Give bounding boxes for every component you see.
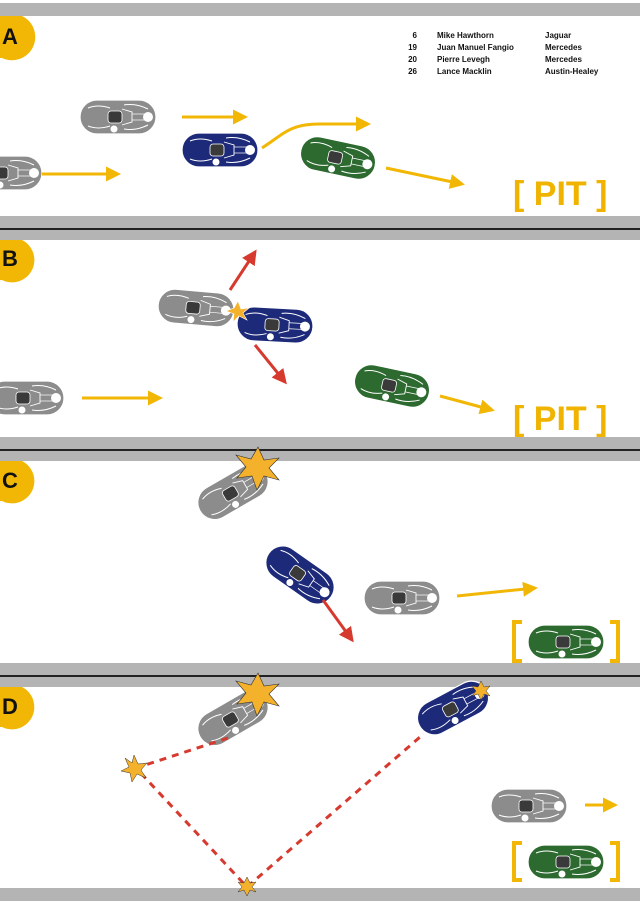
car-macklin-b [350, 360, 434, 412]
panel-a: [ PIT ] [0, 99, 607, 213]
legend-number-20: 20 [408, 55, 417, 64]
panel-b: [ PIT ] [0, 249, 607, 438]
arrow-hawthorn-deflect-b [228, 249, 257, 291]
arrow-macklin-b [439, 394, 495, 415]
car-levegh-b [235, 305, 315, 345]
panel-letter-d: D [2, 694, 18, 719]
panel-badge-a: A [0, 16, 36, 61]
car-fangio-b [0, 380, 65, 416]
debris-trajectory-d [133, 735, 421, 890]
arrow-fangio-c [456, 581, 538, 598]
legend-team-jaguar: Jaguar [545, 31, 571, 40]
car-fangio-a [0, 155, 43, 191]
arrow-levegh-c [321, 599, 354, 643]
car-hawthorn-b [156, 287, 236, 329]
panel-c [190, 446, 620, 663]
car-macklin-a [296, 132, 380, 184]
impact-star-c [235, 446, 280, 491]
arrow-macklin-a [385, 166, 465, 189]
legend-driver-fangio: Juan Manuel Fangio [437, 43, 514, 52]
pit-bracket-right-c [610, 620, 620, 663]
track-divider-cd [0, 663, 640, 687]
car-macklin-pit-c [527, 624, 605, 660]
impact-star-d-bounce [120, 754, 148, 783]
legend: 6 Mike Hawthorn Jaguar 19 Juan Manuel Fa… [408, 31, 599, 76]
impact-star-d-levegh [471, 680, 491, 701]
car-levegh-a [181, 132, 259, 168]
panel-d [120, 672, 620, 897]
panel-badge-d: D [0, 687, 35, 730]
arrow-levegh-swerve-a [261, 116, 371, 150]
impact-star-d-ground [237, 876, 257, 897]
car-levegh-c [258, 538, 342, 612]
panel-badge-c: C [0, 461, 35, 504]
legend-team-mercedes-19: Mercedes [545, 43, 582, 52]
legend-team-austin-healey: Austin-Healey [545, 67, 599, 76]
car-fangio-d [490, 788, 568, 824]
car-fangio-c [363, 580, 441, 616]
arrow-levegh-deflect-b [253, 344, 287, 385]
car-macklin-pit-d [527, 844, 605, 880]
track-divider-bc [0, 437, 640, 461]
car-hawthorn-a [79, 99, 157, 135]
impact-star-d-embankment [235, 672, 280, 717]
legend-number-19: 19 [408, 43, 417, 52]
legend-driver-macklin: Lance Macklin [437, 67, 492, 76]
track-divider-ab [0, 216, 640, 240]
legend-driver-levegh: Pierre Levegh [437, 55, 490, 64]
panel-letter-a: A [2, 24, 18, 49]
pit-bracket-right-d [610, 841, 620, 882]
pit-label-b: [ PIT ] [513, 400, 607, 438]
track-top-a [0, 3, 640, 16]
impact-star-b [225, 300, 250, 323]
pit-bracket-left-c [512, 620, 522, 663]
pit-bracket-left-d [512, 841, 522, 882]
panel-letter-b: B [2, 246, 18, 271]
legend-number-6: 6 [413, 31, 418, 40]
panel-badge-b: B [0, 240, 35, 283]
legend-number-26: 26 [408, 67, 417, 76]
track-bottom-d [0, 888, 640, 901]
legend-team-mercedes-20: Mercedes [545, 55, 582, 64]
pit-label-a: [ PIT ] [513, 175, 607, 213]
legend-driver-hawthorn: Mike Hawthorn [437, 31, 494, 40]
panel-letter-c: C [2, 468, 18, 493]
